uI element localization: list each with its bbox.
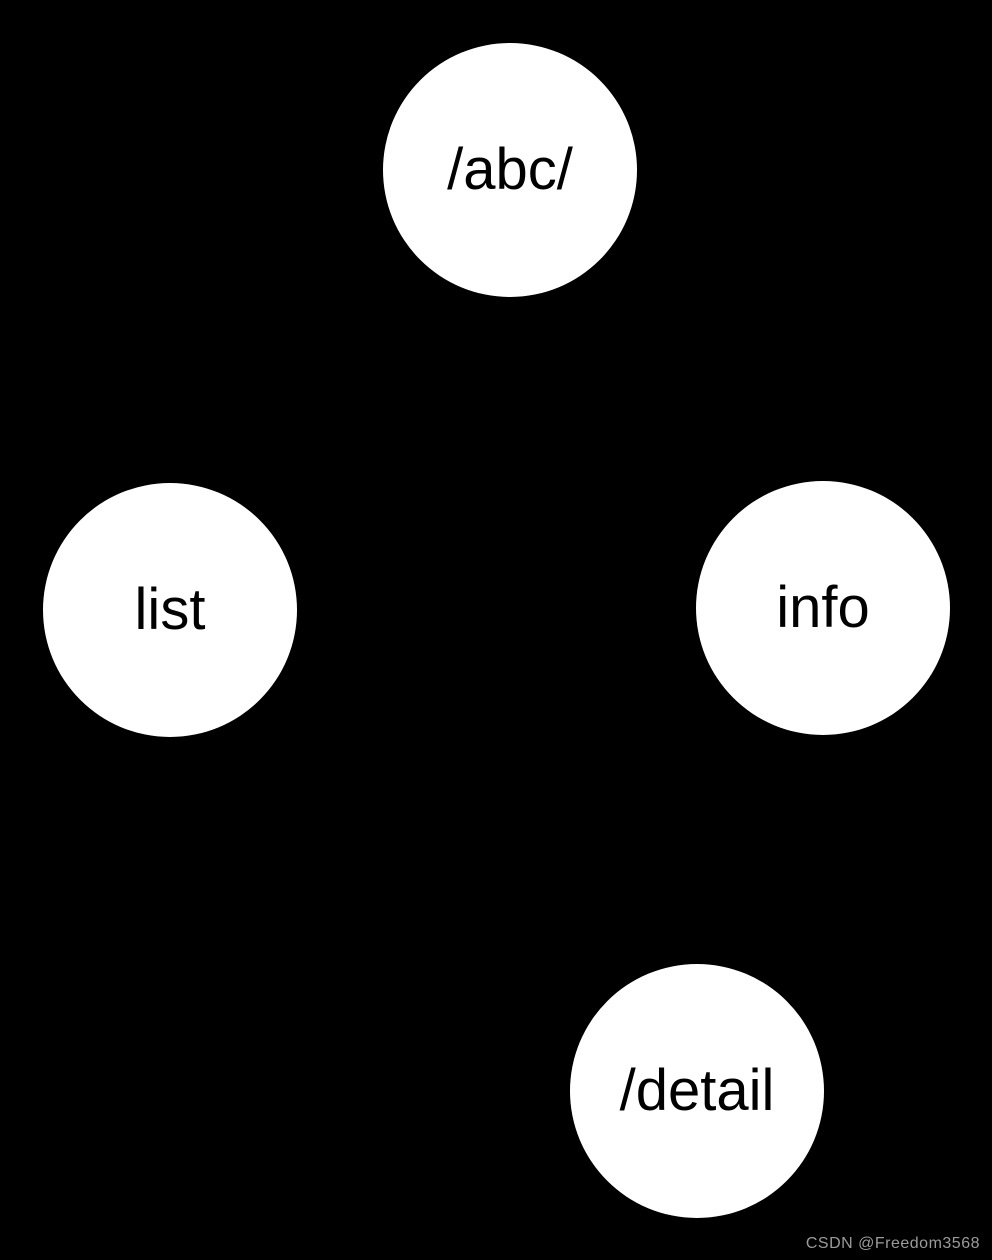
node-detail: /detail [570,964,824,1218]
node-detail-label: /detail [619,1058,775,1123]
node-info: info [696,481,950,735]
node-info-label: info [776,575,870,640]
node-abc-label: /abc/ [447,137,573,202]
watermark: CSDN @Freedom3568 [805,1235,980,1252]
node-abc: /abc/ [383,43,637,297]
node-list-label: list [134,577,206,642]
node-list: list [43,483,297,737]
